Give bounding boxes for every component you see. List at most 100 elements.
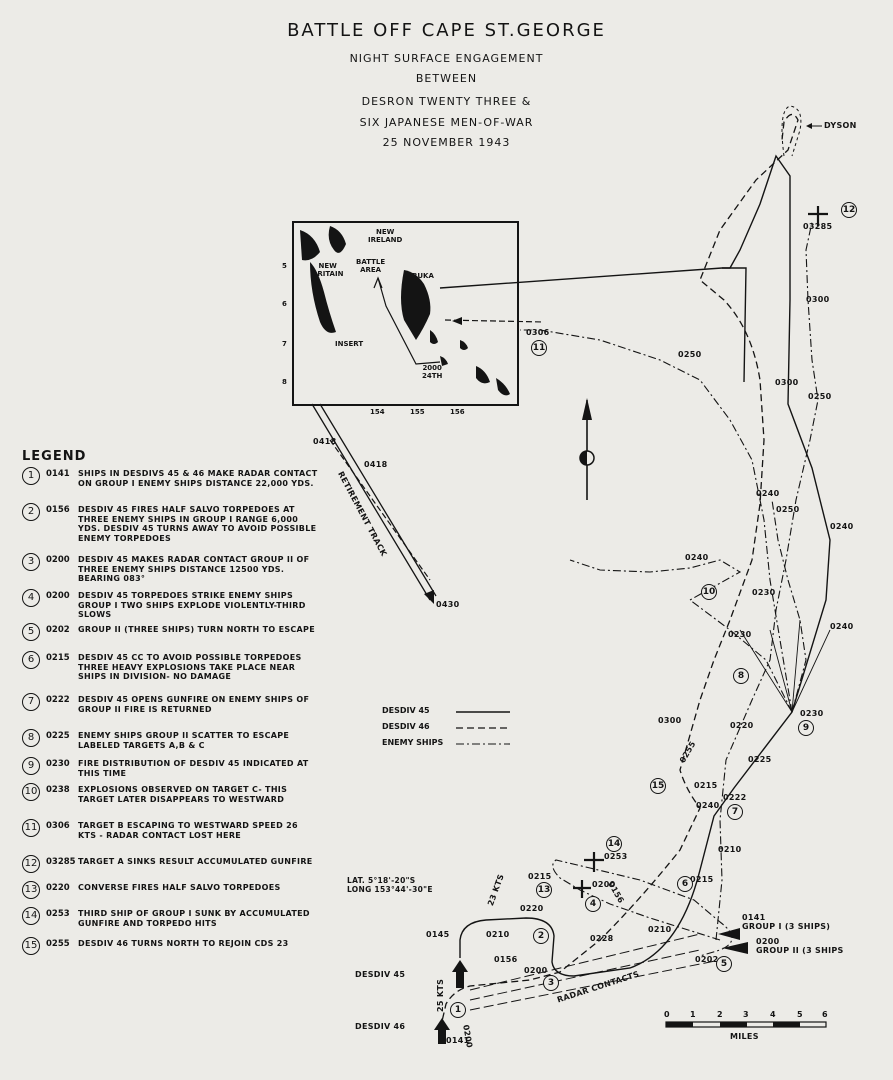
time-label: 0220 bbox=[730, 721, 754, 730]
key-desdiv46: DESDIV 46 bbox=[382, 722, 430, 731]
inset-land bbox=[401, 270, 431, 340]
time-label: 0250 bbox=[776, 505, 800, 514]
line-key bbox=[456, 711, 510, 745]
group1-arrow bbox=[718, 928, 740, 940]
time-label: 0300 bbox=[658, 716, 682, 725]
legend-text: GROUP II (THREE SHIPS) TURN NORTH TO ESC… bbox=[78, 625, 315, 634]
legend-number: 5 bbox=[22, 623, 40, 641]
time-label: 0240 bbox=[830, 622, 854, 631]
key-desdiv45: DESDIV 45 bbox=[382, 706, 430, 715]
scale-bar bbox=[665, 1021, 827, 1028]
label-desdiv45-start: DESDIV 45 bbox=[355, 970, 406, 979]
scale-tick: 6 bbox=[822, 1010, 828, 1019]
inset-new-britain: NEW BRITAIN bbox=[312, 262, 344, 278]
time-label: 0225 bbox=[748, 755, 772, 764]
legend-text: THIRD SHIP OF GROUP I SUNK BY ACCUMULATE… bbox=[78, 909, 310, 928]
time-label: 0220 bbox=[520, 904, 544, 913]
time-label: 0210 bbox=[486, 930, 510, 939]
scale-tick: 3 bbox=[743, 1010, 749, 1019]
map-title: BATTLE OFF CAPE ST.GEORGE bbox=[287, 20, 606, 41]
time-label: 0300 bbox=[775, 378, 799, 387]
inset-buka: BUKA bbox=[412, 272, 434, 280]
legend-number: 8 bbox=[22, 729, 40, 747]
inset-land bbox=[460, 340, 468, 350]
inset-lon-tick: 155 bbox=[410, 408, 425, 416]
label-group1: 0141 GROUP I (3 SHIPS) bbox=[742, 913, 831, 931]
desdiv46-marker bbox=[438, 1026, 446, 1044]
legend-text: TARGET B ESCAPING TO WESTWARD SPEED 26 K… bbox=[78, 821, 298, 840]
inset-connector bbox=[439, 267, 747, 383]
time-label: 0200 bbox=[592, 880, 616, 889]
event-marker-3: 3 bbox=[543, 975, 559, 991]
event-marker-7: 7 bbox=[727, 804, 743, 820]
desdiv45-track bbox=[459, 154, 831, 977]
legend-number: 12 bbox=[22, 855, 40, 873]
legend-time: 0200 bbox=[46, 555, 70, 565]
time-label: 0215 bbox=[694, 781, 718, 790]
inset-date: 2000 24TH bbox=[422, 364, 443, 380]
legend-time: 0141 bbox=[46, 469, 70, 479]
time-label: 0253 bbox=[604, 852, 628, 861]
event-marker-11: 11 bbox=[531, 340, 547, 356]
legend-text: CONVERSE FIRES HALF SALVO TORPEDOES bbox=[78, 883, 281, 892]
event-marker-8: 8 bbox=[733, 668, 749, 684]
time-label: 0240 bbox=[685, 553, 709, 562]
time-label: 0228 bbox=[590, 934, 614, 943]
legend-number: 4 bbox=[22, 589, 40, 607]
event-marker-15: 15 bbox=[650, 778, 666, 794]
legend-text: DESDIV 45 MAKES RADAR CONTACT GROUP II O… bbox=[78, 555, 310, 583]
legend-text: ENEMY SHIPS GROUP II SCATTER TO ESCAPE L… bbox=[78, 731, 290, 750]
legend-number: 14 bbox=[22, 907, 40, 925]
legend-number: 10 bbox=[22, 783, 40, 801]
legend-time: 03285 bbox=[46, 857, 76, 867]
enemy-track bbox=[552, 859, 733, 957]
time-label: 0202 bbox=[695, 955, 719, 964]
legend-text: SHIPS IN DESDIVS 45 & 46 MAKE RADAR CONT… bbox=[78, 469, 318, 488]
subtitle-line-2: BETWEEN bbox=[415, 72, 478, 85]
legend-time: 0202 bbox=[46, 625, 70, 635]
event-marker-5: 5 bbox=[716, 956, 732, 972]
event-marker-6: 6 bbox=[677, 876, 693, 892]
legend-text: DESDIV 46 TURNS NORTH TO REJOIN CDS 23 bbox=[78, 939, 289, 948]
time-label: 0230 bbox=[752, 588, 776, 597]
time-label: 0418 bbox=[313, 437, 337, 446]
inset-lon-tick: 156 bbox=[450, 408, 465, 416]
legend-time: 0230 bbox=[46, 759, 70, 769]
scale-tick: 1 bbox=[690, 1010, 696, 1019]
event-marker-1: 1 bbox=[450, 1002, 466, 1018]
label-position: LAT. 5°18'-20"S LONG 153°44'-30"E bbox=[347, 876, 433, 894]
legend-number: 6 bbox=[22, 651, 40, 669]
scale-tick: 4 bbox=[770, 1010, 776, 1019]
legend-time: 0156 bbox=[46, 505, 70, 515]
time-label: 0306 bbox=[526, 328, 550, 337]
time-label: 0430 bbox=[436, 600, 460, 609]
inset-battle-area: BATTLE AREA bbox=[356, 258, 386, 274]
legend-text: FIRE DISTRIBUTION OF DESDIV 45 INDICATED… bbox=[78, 759, 309, 778]
legend-time: 0306 bbox=[46, 821, 70, 831]
scale-tick: 5 bbox=[797, 1010, 803, 1019]
legend-text: DESDIV 45 FIRES HALF SALVO TORPEDOES AT … bbox=[78, 505, 317, 543]
inset-lon-tick: 154 bbox=[370, 408, 385, 416]
time-label: 0418 bbox=[364, 460, 388, 469]
event-marker-13: 13 bbox=[536, 882, 552, 898]
time-label: 0240 bbox=[696, 801, 720, 810]
legend-text: EXPLOSIONS OBSERVED ON TARGET C- THIS TA… bbox=[78, 785, 288, 804]
sinking-mark-12 bbox=[808, 206, 828, 226]
label-speed-25: 25 KTS bbox=[436, 978, 445, 1012]
inset-land bbox=[430, 330, 438, 344]
inset-lat-tick: 7 bbox=[282, 340, 287, 348]
scale-tick: 0 bbox=[664, 1010, 670, 1019]
sinking-mark-14 bbox=[584, 852, 604, 872]
event-marker-12: 12 bbox=[841, 202, 857, 218]
time-label: 0210 bbox=[718, 845, 742, 854]
legend-time: 0255 bbox=[46, 939, 70, 949]
event-marker-10: 10 bbox=[701, 584, 717, 600]
label-scale-title: MILES bbox=[730, 1032, 759, 1041]
inset-new-ireland: NEW IRELAND bbox=[368, 228, 403, 244]
time-label: 0240 bbox=[830, 522, 854, 531]
time-label: 0250 bbox=[808, 392, 832, 401]
event-marker-2: 2 bbox=[533, 928, 549, 944]
inset-lat-tick: 8 bbox=[282, 378, 287, 386]
label-group2: 0200 GROUP II (3 SHIPS bbox=[756, 937, 844, 955]
inset-land bbox=[496, 378, 510, 396]
